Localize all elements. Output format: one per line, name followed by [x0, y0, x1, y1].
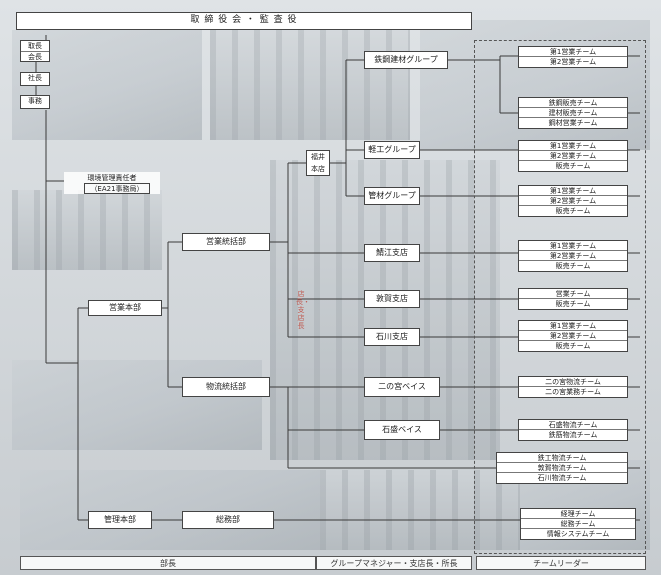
- chairman-line1: 取長: [21, 41, 49, 52]
- team-stack-ninomiya: 二の宮物流チーム 二の宮業務チーム: [518, 376, 628, 398]
- team-item[interactable]: 販売チーム: [555, 207, 591, 215]
- sales-division-label: 営業本部: [109, 302, 141, 312]
- fukui-honten-box[interactable]: 福井 本店: [306, 150, 330, 176]
- branch-tsuruga-box[interactable]: 敦賀支店: [364, 290, 420, 308]
- team-stack-ishimori: 石盛物流チーム 鉄筋物流チーム: [518, 419, 628, 441]
- env-manager-box[interactable]: 環境管理責任者 （EA21事務局）: [64, 172, 160, 194]
- team-item[interactable]: 販売チーム: [555, 342, 591, 350]
- group-light-box[interactable]: 軽工グループ: [364, 141, 420, 159]
- team-item[interactable]: 二の宮物流チーム: [519, 377, 627, 387]
- team-item[interactable]: 第1営業チーム: [519, 186, 627, 196]
- team-item[interactable]: 鋼材営業チーム: [548, 119, 598, 127]
- board-header[interactable]: 取 締 役 会 ・ 監 査 役: [16, 12, 472, 30]
- team-item[interactable]: 建材販売チーム: [519, 108, 627, 118]
- branch-ishikawa-box[interactable]: 石川支店: [364, 328, 420, 346]
- ops-division-label: 管理本部: [104, 514, 136, 524]
- group-label: 敦賀支店: [376, 293, 408, 303]
- chairman-line2: 会長: [28, 53, 42, 61]
- team-stack-sabae: 第1営業チーム 第2営業チーム 販売チーム: [518, 240, 628, 272]
- team-stack-steel-a: 第1営業チーム 第2営業チーム: [518, 46, 628, 68]
- team-leader-zone: [474, 40, 646, 554]
- group-label: 鯖江支店: [376, 247, 408, 257]
- team-item[interactable]: 石盛物流チーム: [519, 420, 627, 430]
- team-item[interactable]: 第2営業チーム: [519, 196, 627, 206]
- env-manager-line2: （EA21事務局）: [84, 183, 150, 194]
- team-item[interactable]: 第1営業チーム: [519, 47, 627, 57]
- team-stack-tsuruga: 営業チーム 販売チーム: [518, 288, 628, 310]
- team-item[interactable]: 総務チーム: [521, 519, 635, 529]
- legend-team-leader: チームリーダー: [476, 556, 646, 570]
- team-item[interactable]: 第2営業チーム: [519, 151, 627, 161]
- team-item[interactable]: 第2営業チーム: [519, 331, 627, 341]
- team-stack-ishikawa: 第1営業チーム 第2営業チーム 販売チーム: [518, 320, 628, 352]
- team-item[interactable]: 第2営業チーム: [549, 58, 597, 66]
- group-label: 石川支店: [376, 331, 408, 341]
- base-ninomiya-box[interactable]: 二の宮ベイス: [364, 377, 440, 397]
- team-item[interactable]: 販売チーム: [555, 162, 591, 170]
- legend-label: チームリーダー: [533, 558, 589, 568]
- general-affairs-label: 総務部: [216, 514, 240, 524]
- legend-label: グループマネジャー・支店長・所長: [330, 558, 458, 568]
- team-item[interactable]: 敦賀物流チーム: [497, 463, 627, 473]
- vertical-note: 店長・支店長: [296, 290, 310, 330]
- team-stack-pipe: 第1営業チーム 第2営業チーム 販売チーム: [518, 185, 628, 217]
- team-item[interactable]: 第1営業チーム: [519, 321, 627, 331]
- team-item[interactable]: 鉄筋物流チーム: [548, 431, 598, 439]
- group-label: 管材グループ: [368, 190, 416, 200]
- team-item[interactable]: 第1営業チーム: [519, 241, 627, 251]
- group-label: 鉄鋼建材グループ: [374, 54, 438, 64]
- base-ishimori-box[interactable]: 石盛ベイス: [364, 420, 440, 440]
- group-pipe-box[interactable]: 管材グループ: [364, 187, 420, 205]
- team-stack-admin: 経理チーム 総務チーム 情報システムチーム: [520, 508, 636, 540]
- fukui-honten-line2: 本店: [311, 165, 325, 173]
- team-item[interactable]: 鉄工物流チーム: [497, 453, 627, 463]
- fukui-honten-line1: 福井: [311, 153, 325, 161]
- team-item[interactable]: 販売チーム: [555, 262, 591, 270]
- group-label: 石盛ベイス: [382, 424, 422, 434]
- team-stack-light: 第1営業チーム 第2営業チーム 販売チーム: [518, 140, 628, 172]
- board-header-label: 取 締 役 会 ・ 監 査 役: [190, 15, 298, 26]
- general-affairs-box[interactable]: 総務部: [182, 511, 274, 529]
- sales-dept-box[interactable]: 営業統括部: [182, 233, 270, 251]
- president-box[interactable]: 社長: [20, 72, 50, 86]
- sales-division-box[interactable]: 営業本部: [88, 300, 162, 316]
- sales-dept-label: 営業統括部: [206, 236, 246, 246]
- ops-division-box[interactable]: 管理本部: [88, 511, 152, 529]
- branch-sabae-box[interactable]: 鯖江支店: [364, 244, 420, 262]
- team-item[interactable]: 情報システムチーム: [546, 530, 610, 538]
- directors-label: 事務: [28, 97, 42, 106]
- president-label: 社長: [28, 74, 42, 83]
- legend-label: 部長: [160, 558, 176, 568]
- team-item[interactable]: 二の宮業務チーム: [545, 388, 601, 396]
- team-item[interactable]: 第2営業チーム: [519, 251, 627, 261]
- group-label: 軽工グループ: [368, 144, 416, 154]
- logistics-dept-label: 物流統括部: [206, 381, 246, 391]
- group-label: 二の宮ベイス: [378, 381, 426, 391]
- team-item[interactable]: 営業チーム: [519, 289, 627, 299]
- team-item[interactable]: 販売チーム: [555, 300, 591, 308]
- team-item[interactable]: 石川物流チーム: [537, 474, 587, 482]
- logistics-dept-box[interactable]: 物流統括部: [182, 377, 270, 397]
- team-stack-steel-b: 鉄鋼販売チーム 建材販売チーム 鋼材営業チーム: [518, 97, 628, 129]
- env-manager-line1: 環境管理責任者: [87, 173, 137, 182]
- team-stack-logistics-extra: 鉄工物流チーム 敦賀物流チーム 石川物流チーム: [496, 452, 628, 484]
- group-steel-box[interactable]: 鉄鋼建材グループ: [364, 51, 448, 69]
- team-item[interactable]: 鉄鋼販売チーム: [519, 98, 627, 108]
- legend-group-manager: グループマネジャー・支店長・所長: [316, 556, 472, 570]
- chairman-box[interactable]: 取長 会長: [20, 40, 50, 62]
- legend-department-head: 部長: [20, 556, 316, 570]
- team-item[interactable]: 経理チーム: [521, 509, 635, 519]
- directors-box[interactable]: 事務: [20, 95, 50, 109]
- team-item[interactable]: 第1営業チーム: [519, 141, 627, 151]
